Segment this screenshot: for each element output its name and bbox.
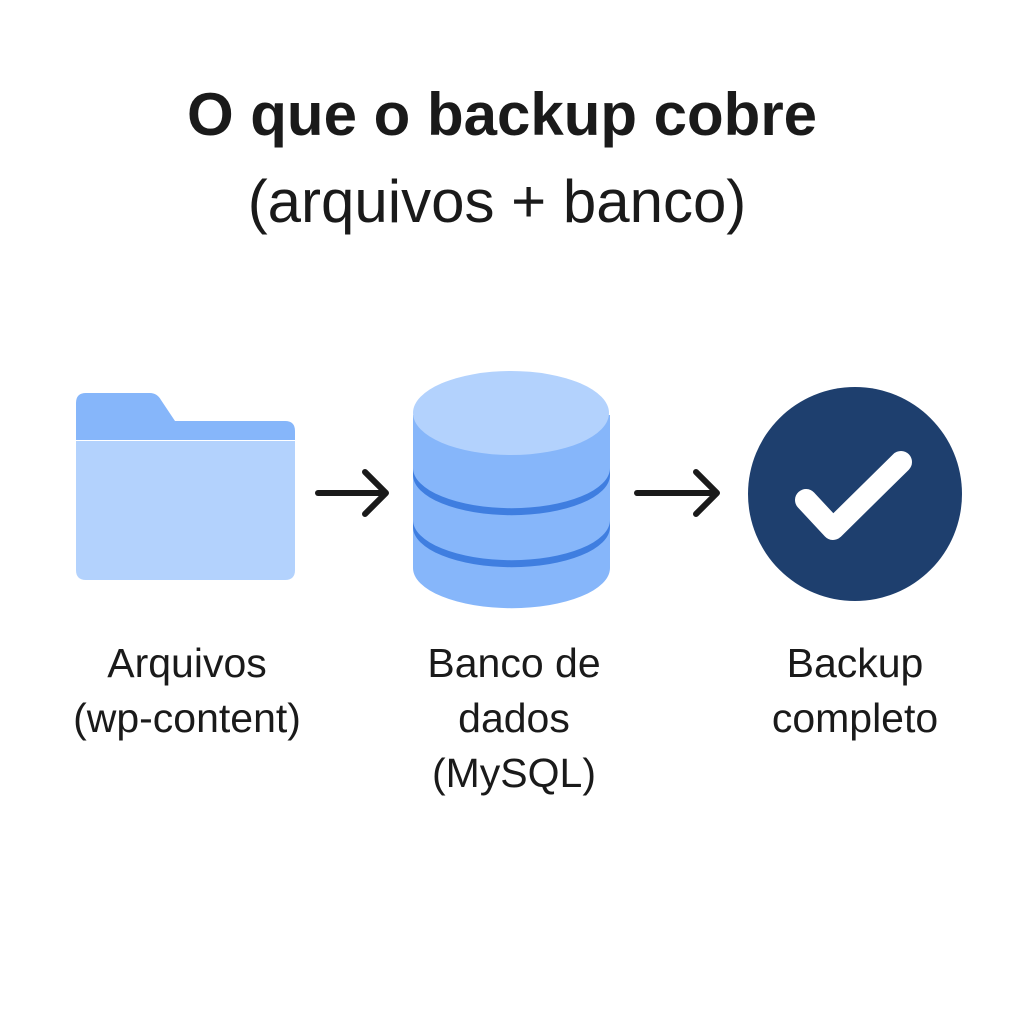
title-line-2: (arquivos + banco) bbox=[248, 168, 747, 235]
database-icon bbox=[413, 371, 610, 609]
step-sublabel-files: (wp-content) bbox=[73, 695, 301, 741]
step-label-files: Arquivos bbox=[107, 640, 267, 686]
step-sublabel-database: (MySQL) bbox=[432, 750, 596, 796]
step-label-database-2: dados bbox=[458, 695, 570, 741]
step-label-backup-2: completo bbox=[772, 695, 938, 741]
step-label-backup: Backup bbox=[787, 640, 924, 686]
arrow-icon bbox=[315, 469, 389, 517]
arrow-icon bbox=[634, 469, 720, 517]
title-line-1: O que o backup cobre bbox=[187, 81, 817, 148]
step-label-database: Banco de bbox=[427, 640, 600, 686]
folder-icon bbox=[76, 393, 295, 580]
checkmark-circle-icon bbox=[748, 387, 962, 601]
